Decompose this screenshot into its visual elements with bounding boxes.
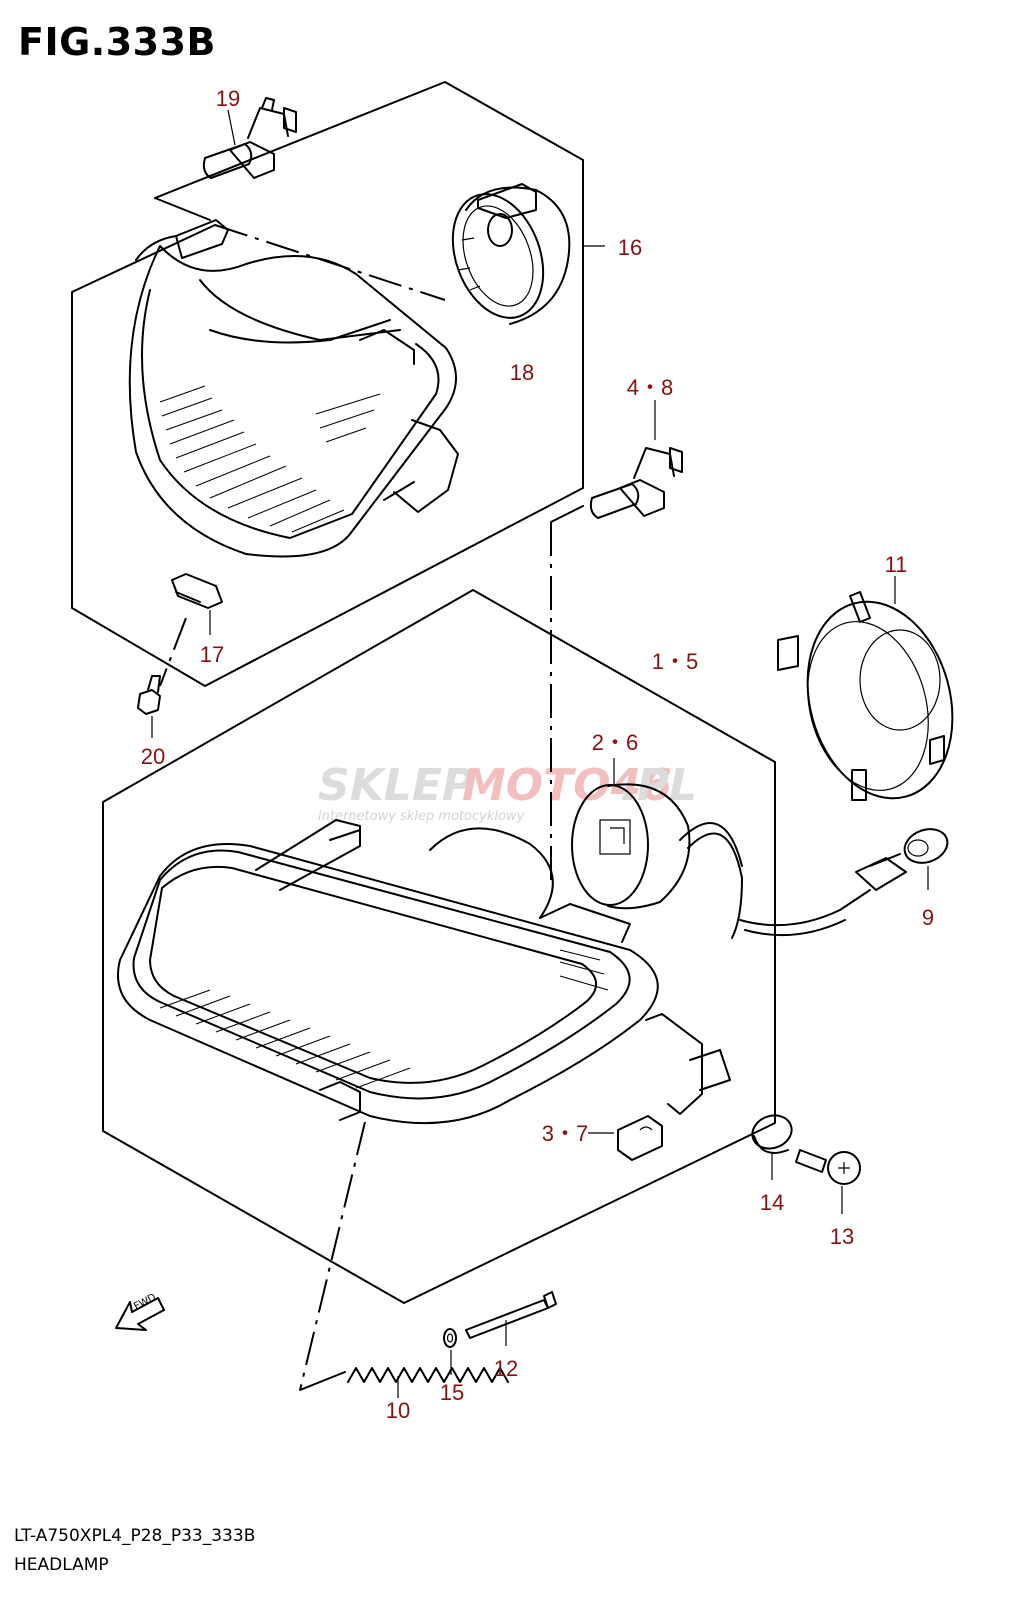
callout-18: 18 [510,360,534,385]
figure-title: FIG.333B [18,20,217,64]
grommet-14 [751,1114,793,1180]
callout-17: 17 [200,642,224,667]
bulb-48 [589,400,683,519]
figure-name: HEADLAMP [14,1555,109,1575]
callout-11: 11 [885,552,908,577]
callout-10: 10 [386,1398,410,1423]
adjuster-screw-12 [465,1291,557,1346]
watermark: SKLEP MOTO46 .PL internetowy sklep motoc… [318,760,697,824]
watermark-brand-3: .PL [620,760,697,811]
model-code: LT-A750XPL4_P28_P33_333B [14,1526,256,1546]
retaining-ring-11 [777,576,954,801]
lower-group-outline [102,505,776,1391]
callout-9: 9 [922,905,934,930]
grommet-9 [903,828,949,890]
callout-2-6: 2・6 [592,730,638,755]
callout-19: 19 [216,86,240,111]
callout-12: 12 [494,1356,518,1381]
upper-headlamp-housing [128,219,459,558]
callout-16: 16 [618,235,642,260]
lower-headlamp-assembly [117,819,731,1125]
callout-1-5: 1・5 [652,649,698,674]
watermark-brand-1: SKLEP [318,760,474,811]
spring-10 [347,1367,509,1398]
socket-cover-16 [451,183,605,325]
callout-13: 13 [830,1224,854,1249]
bolt-13 [795,1149,861,1214]
upper-group-outline [71,81,584,687]
clip-37 [588,1115,663,1161]
clip-17 [159,573,223,687]
fwd-label: FWD [132,1292,158,1313]
washer-15 [443,1328,457,1375]
bulb-19 [202,97,297,179]
callout-15: 15 [440,1380,464,1405]
callout-3-7: 3・7 [542,1121,588,1146]
callouts: 19 16 18 4・8 17 20 11 1・5 2・6 9 3・7 14 1… [141,86,934,1423]
socket-26 [571,758,743,939]
callout-20: 20 [141,744,165,769]
screw-20 [137,675,161,738]
callout-14: 14 [760,1190,784,1215]
wire-harness [739,853,907,937]
watermark-tagline: internetowy sklep motocyklowy [318,809,525,824]
fwd-arrow-icon: FWD [115,1292,165,1331]
callout-4-8: 4・8 [627,375,673,400]
